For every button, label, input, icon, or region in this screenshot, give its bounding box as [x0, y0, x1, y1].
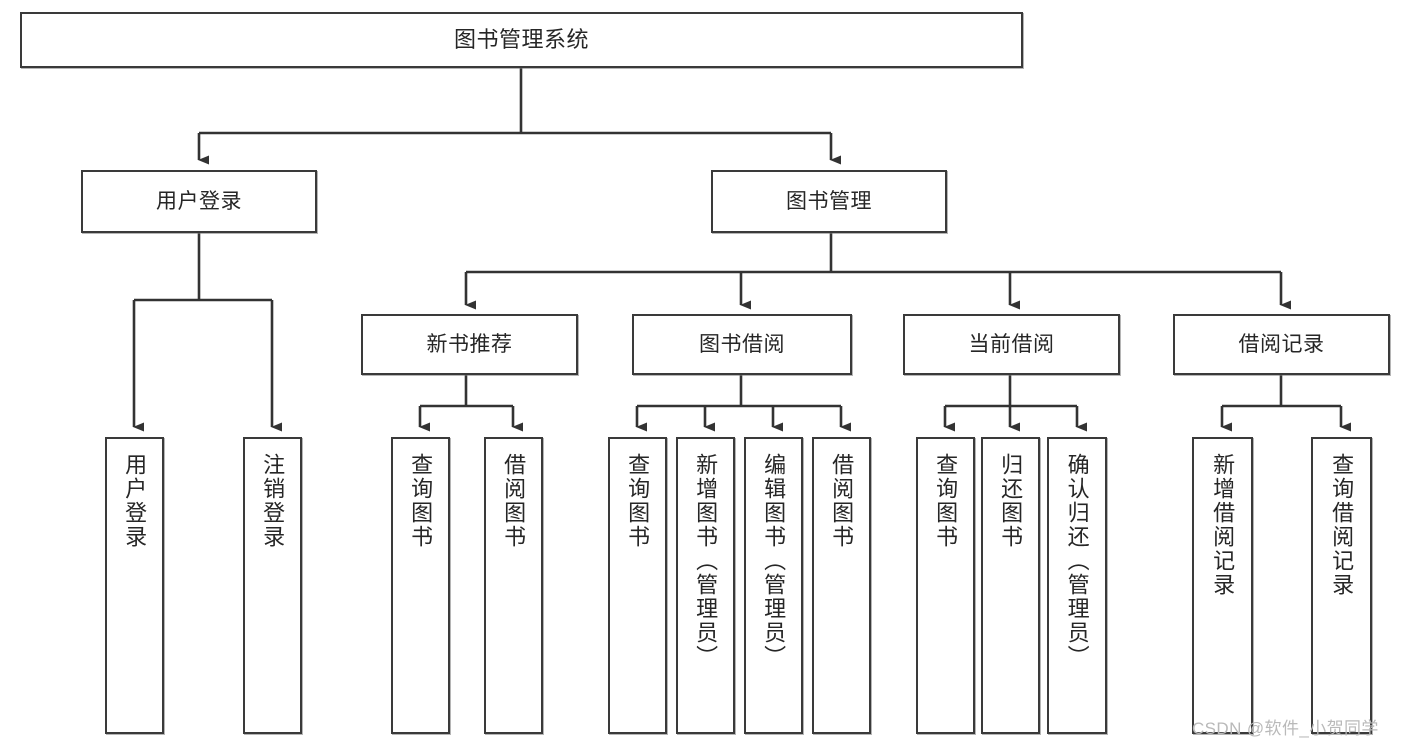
leaf-query-book-borrow[interactable]: 查询图书	[608, 437, 667, 734]
node-label: 用户登录	[122, 453, 148, 549]
node-label: 用户登录	[156, 189, 242, 213]
node-new-book-recommend[interactable]: 新书推荐	[361, 314, 578, 375]
node-label: 查询图书	[408, 453, 434, 549]
node-label: 新增图书（管理员）	[693, 453, 719, 669]
node-label: 图书管理系统	[453, 27, 589, 53]
leaf-query-book-recommend[interactable]: 查询图书	[391, 437, 450, 734]
csdn-watermark: CSDN @软件_小贺同学	[1192, 719, 1379, 738]
node-label: 图书借阅	[699, 332, 785, 356]
leaf-borrow-book-recommend[interactable]: 借阅图书	[484, 437, 543, 734]
node-label: 借阅记录	[1238, 332, 1325, 356]
node-label: 查询借阅记录	[1329, 453, 1355, 597]
leaf-confirm-return[interactable]: 确认归还（管理员）	[1047, 437, 1107, 734]
node-user-login[interactable]: 用户登录	[81, 170, 317, 233]
leaf-return-book[interactable]: 归还图书	[981, 437, 1040, 734]
node-label: 注销登录	[260, 453, 286, 549]
node-label: 图书管理	[786, 189, 872, 213]
node-current-borrow[interactable]: 当前借阅	[903, 314, 1120, 375]
leaf-borrow-book[interactable]: 借阅图书	[812, 437, 871, 734]
node-label: 查询图书	[625, 453, 651, 549]
leaf-query-borrow-record[interactable]: 查询借阅记录	[1311, 437, 1372, 734]
node-label: 归还图书	[998, 453, 1024, 549]
leaf-query-book-current[interactable]: 查询图书	[916, 437, 975, 734]
node-root-book-management-system[interactable]: 图书管理系统	[20, 12, 1023, 68]
node-label: 编辑图书（管理员）	[761, 453, 787, 669]
leaf-edit-book[interactable]: 编辑图书（管理员）	[744, 437, 803, 734]
leaf-user-login[interactable]: 用户登录	[105, 437, 164, 734]
node-book-management[interactable]: 图书管理	[711, 170, 947, 233]
node-book-borrow[interactable]: 图书借阅	[632, 314, 852, 375]
node-label: 借阅图书	[829, 453, 855, 549]
node-label: 新增借阅记录	[1210, 453, 1236, 597]
node-label: 查询图书	[933, 453, 959, 549]
node-borrow-record[interactable]: 借阅记录	[1173, 314, 1390, 375]
leaf-user-logout[interactable]: 注销登录	[243, 437, 302, 734]
node-label: 新书推荐	[426, 332, 513, 356]
node-label: 借阅图书	[501, 453, 527, 549]
node-label: 当前借阅	[968, 332, 1055, 356]
node-label: 确认归还（管理员）	[1064, 453, 1090, 669]
leaf-add-book[interactable]: 新增图书（管理员）	[676, 437, 735, 734]
leaf-add-borrow-record[interactable]: 新增借阅记录	[1192, 437, 1253, 734]
